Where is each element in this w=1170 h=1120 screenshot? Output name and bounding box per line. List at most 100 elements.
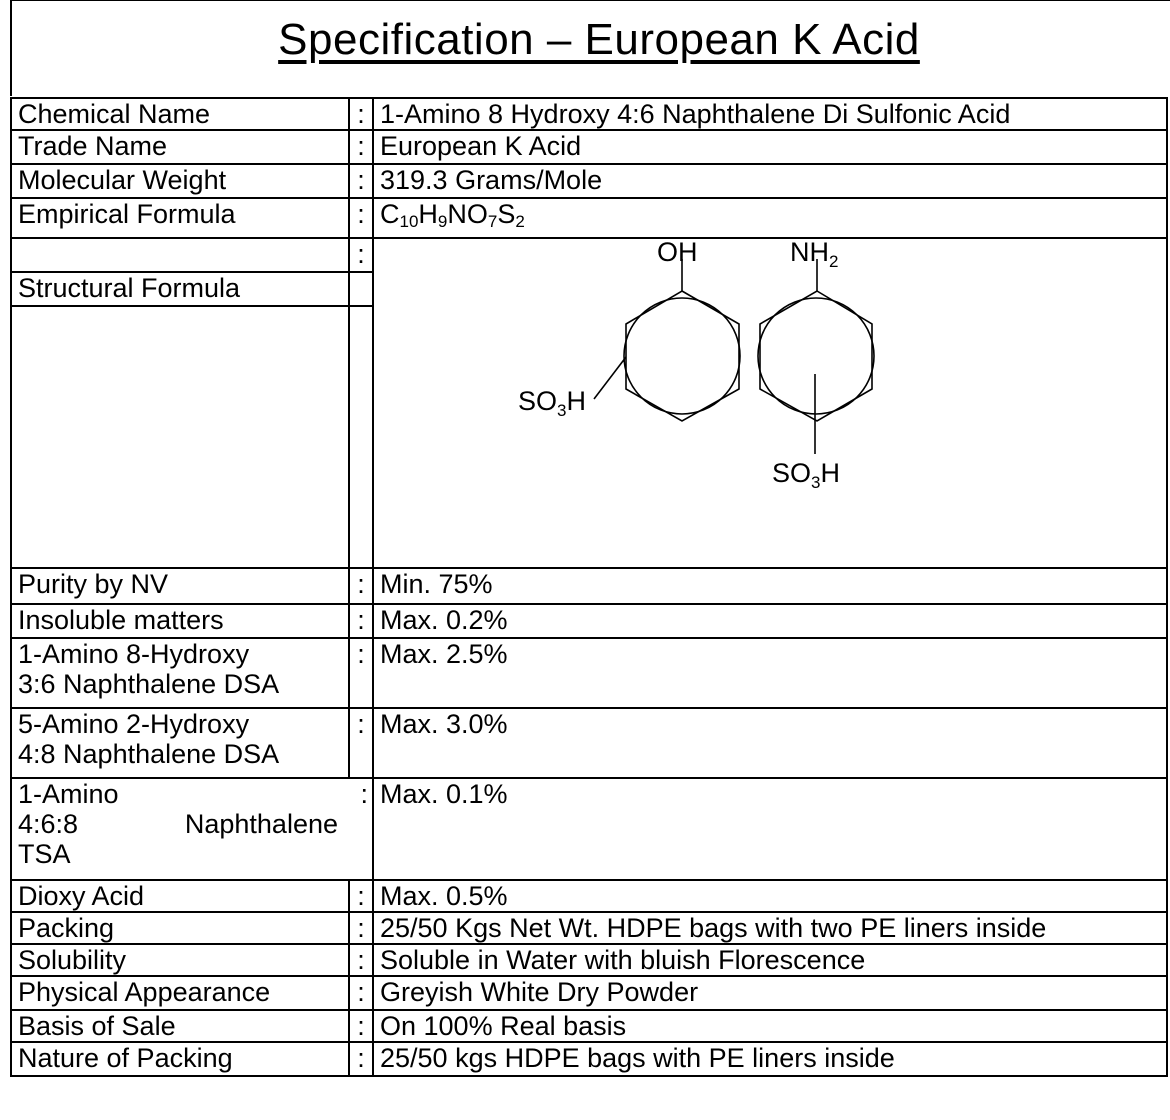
label-cell: Purity by NV bbox=[10, 567, 350, 605]
spec-document: Specification – European K Acid Chemical… bbox=[10, 0, 1170, 1120]
structure-cell: OH NH2 SO3H SO3H bbox=[372, 237, 1168, 569]
left-ring bbox=[625, 290, 740, 422]
value-cell: European K Acid bbox=[372, 129, 1168, 165]
colon-cell: : bbox=[348, 129, 374, 165]
label-cell: Chemical Name bbox=[10, 97, 350, 131]
nh-label: NH2 bbox=[790, 239, 838, 271]
so3h-bottom-end: H bbox=[820, 458, 840, 488]
so3h-left-end: H bbox=[566, 386, 586, 416]
label-cell bbox=[10, 237, 350, 273]
row-molecular-weight: Molecular Weight : 319.3 Grams/Mole bbox=[10, 163, 1168, 199]
value-cell: Max. 0.1% bbox=[372, 777, 1168, 881]
formula-s: S bbox=[497, 199, 516, 229]
so3h-bottom-sub: 3 bbox=[811, 473, 820, 492]
formula-o-sub: 7 bbox=[487, 212, 498, 231]
row-structural-spacer: : OH NH2 SO3H SO3H bbox=[10, 237, 1168, 569]
colon-cell: : bbox=[348, 97, 374, 131]
so3h-bottom-label: SO3H bbox=[772, 458, 840, 492]
label-cell: Insoluble matters bbox=[10, 603, 350, 639]
label-line: 4:8 Naphthalene DSA bbox=[18, 739, 280, 769]
colon-cell: : bbox=[348, 567, 374, 605]
formula-cell: C10H9NO7S2 bbox=[372, 197, 1168, 239]
colon-cell: : bbox=[348, 163, 374, 199]
oh-label: OH bbox=[657, 239, 698, 267]
value-cell: Greyish White Dry Powder bbox=[372, 975, 1168, 1011]
colon-cell: : bbox=[348, 1009, 374, 1043]
label-line: 1-Amino 8-Hydroxy bbox=[18, 639, 250, 669]
colon-cell bbox=[348, 305, 374, 569]
label-line: 1-Amino: bbox=[18, 779, 368, 809]
value-cell: Max. 2.5% bbox=[372, 637, 1168, 709]
value-cell: 25/50 Kgs Net Wt. HDPE bags with two PE … bbox=[372, 911, 1168, 945]
formula-h-sub: 9 bbox=[437, 212, 448, 231]
page-title: Specification – European K Acid bbox=[278, 15, 920, 64]
colon-cell: : bbox=[348, 1041, 374, 1077]
right-ring-circle bbox=[757, 297, 875, 415]
formula-h: H bbox=[418, 199, 438, 229]
row-trade-name: Trade Name : European K Acid bbox=[10, 129, 1168, 165]
formula-c: C bbox=[380, 199, 400, 229]
row-structural-formula: Structural Formula bbox=[10, 271, 1167, 307]
row-dioxy: Dioxy Acid : Max. 0.5% bbox=[10, 879, 1168, 913]
label-cell: Dioxy Acid bbox=[10, 879, 350, 913]
label-cell: Nature of Packing bbox=[10, 1041, 350, 1077]
row-appearance: Physical Appearance : Greyish White Dry … bbox=[10, 975, 1168, 1011]
value-cell: Max. 0.5% bbox=[372, 879, 1168, 913]
row-insoluble: Insoluble matters : Max. 0.2% bbox=[10, 603, 1168, 639]
formula-s-sub: 2 bbox=[515, 212, 525, 231]
nh-main: NH bbox=[790, 239, 829, 267]
colon-cell: : bbox=[348, 879, 374, 913]
label-cell: Basis of Sale bbox=[10, 1009, 350, 1043]
colon-cell: : bbox=[348, 637, 374, 709]
value-cell: 1-Amino 8 Hydroxy 4:6 Naphthalene Di Sul… bbox=[372, 97, 1168, 131]
title-box: Specification – European K Acid bbox=[10, 0, 1170, 96]
colon-cell: : bbox=[348, 707, 374, 779]
label-cell: Solubility bbox=[10, 943, 350, 977]
so3h-bottom-main: SO bbox=[772, 458, 811, 488]
label-cell: Empirical Formula bbox=[10, 197, 350, 239]
so3h-left-main: SO bbox=[518, 386, 557, 416]
label-line: 5-Amino 2-Hydroxy bbox=[18, 709, 250, 739]
formula-no: NO bbox=[447, 199, 488, 229]
row-structural-body bbox=[10, 305, 1167, 569]
row-basis: Basis of Sale : On 100% Real basis bbox=[10, 1009, 1168, 1043]
colon-cell: : bbox=[348, 975, 374, 1011]
value-cell: Soluble in Water with bluish Florescence bbox=[372, 943, 1168, 977]
value-cell: Min. 75% bbox=[372, 567, 1168, 605]
nh-sub: 2 bbox=[829, 252, 838, 271]
value-cell: 319.3 Grams/Mole bbox=[372, 163, 1168, 199]
colon-cell: : bbox=[348, 197, 374, 239]
right-ring bbox=[759, 290, 873, 422]
value-cell: Max. 0.2% bbox=[372, 603, 1168, 639]
colon-cell bbox=[348, 271, 374, 307]
structural-formula-diagram: OH NH2 SO3H SO3H bbox=[518, 239, 875, 492]
so3h-left-bond bbox=[593, 356, 627, 400]
label-cell: Structural Formula bbox=[10, 271, 350, 307]
row-purity: Purity by NV : Min. 75% bbox=[10, 567, 1168, 605]
so3h-left-sub: 3 bbox=[557, 401, 566, 420]
spec-table: Chemical Name : 1-Amino 8 Hydroxy 4:6 Na… bbox=[10, 97, 1168, 1077]
value-cell: 25/50 kgs HDPE bags with PE liners insid… bbox=[372, 1041, 1168, 1077]
colon-cell: : bbox=[348, 603, 374, 639]
row-chemical-name: Chemical Name : 1-Amino 8 Hydroxy 4:6 Na… bbox=[10, 97, 1168, 131]
row-packing: Packing : 25/50 Kgs Net Wt. HDPE bags wi… bbox=[10, 911, 1168, 945]
so3h-left-label: SO3H bbox=[518, 386, 586, 420]
label-cell: Physical Appearance bbox=[10, 975, 350, 1011]
row-empirical-formula: Empirical Formula : C10H9NO7S2 bbox=[10, 197, 1168, 239]
formula-c-sub: 10 bbox=[399, 212, 419, 231]
label-cell: Packing bbox=[10, 911, 350, 945]
label-cell bbox=[10, 305, 350, 569]
label-cell: Trade Name bbox=[10, 129, 350, 165]
row-nature-packing: Nature of Packing : 25/50 kgs HDPE bags … bbox=[10, 1041, 1168, 1077]
left-ring-circle bbox=[623, 297, 741, 415]
label-line: TSA bbox=[18, 839, 71, 869]
row-solubility: Solubility : Soluble in Water with bluis… bbox=[10, 943, 1168, 977]
label-line: 3:6 Naphthalene DSA bbox=[18, 669, 280, 699]
label-cell: Molecular Weight bbox=[10, 163, 350, 199]
